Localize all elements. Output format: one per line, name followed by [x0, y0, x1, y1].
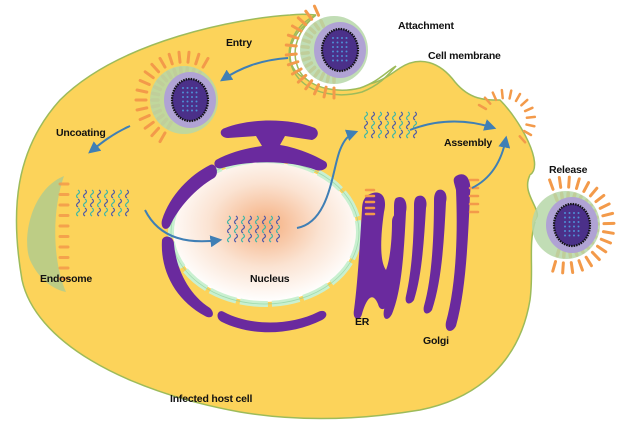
viral-core — [552, 202, 592, 248]
spike-protein — [167, 52, 174, 66]
spike-protein — [577, 259, 584, 272]
label-endosome: Endosome — [40, 273, 92, 285]
rna-cluster-nucleus — [226, 215, 281, 243]
spike-protein — [304, 79, 314, 91]
spike-protein — [582, 181, 591, 193]
spike-protein — [284, 43, 298, 48]
spike-protein — [567, 175, 571, 189]
spike-protein — [296, 16, 308, 27]
spike-protein — [601, 211, 615, 218]
spike-protein — [322, 85, 328, 99]
spike-protein — [158, 131, 167, 144]
spike-protein — [584, 255, 593, 268]
spike-protein — [186, 50, 191, 64]
label-assembly: Assembly — [444, 137, 492, 149]
arrow-uncoating — [88, 125, 131, 154]
label-er: ER — [355, 316, 370, 328]
virus-entry — [134, 50, 218, 144]
spike-protein — [598, 202, 611, 210]
spike-protein — [177, 50, 182, 64]
spike-protein — [150, 62, 161, 74]
spike-protein — [135, 106, 149, 112]
spike-protein — [286, 33, 300, 40]
spike-protein — [138, 113, 151, 122]
spike-protein — [569, 261, 575, 275]
spike-protein — [561, 261, 565, 275]
arrow-to-nucleus — [144, 209, 223, 248]
spike-protein — [143, 120, 155, 130]
spike-protein — [296, 73, 308, 84]
label-nucleus: Nucleus — [250, 273, 290, 285]
label-cell-membrane: Cell membrane — [428, 50, 501, 62]
arrow-to-assembly-2 — [471, 135, 511, 189]
label-entry: Entry — [226, 37, 252, 49]
label-uncoating: Uncoating — [56, 127, 106, 139]
spike-protein — [594, 193, 606, 204]
spike-protein — [201, 56, 210, 69]
viral-core — [320, 27, 360, 73]
spike-protein — [290, 67, 303, 76]
spike-protein — [312, 4, 321, 17]
spike-protein — [557, 175, 563, 189]
endoplasmic-reticulum — [161, 120, 328, 333]
spike-protein — [548, 178, 555, 191]
virus-release — [532, 175, 616, 275]
spike-protein — [286, 60, 300, 67]
rna-cluster-assembly — [363, 111, 418, 139]
spike-protein — [143, 70, 155, 80]
label-golgi: Golgi — [423, 335, 449, 347]
spike-protein — [551, 260, 558, 273]
rna-cluster-cytoplasm — [75, 189, 130, 217]
spike-protein — [588, 186, 599, 198]
spike-protein — [138, 78, 151, 87]
spike-protein — [312, 83, 321, 96]
endosome — [27, 176, 70, 292]
spike-protein — [601, 230, 615, 235]
spike-protein — [596, 244, 608, 254]
virus-attachment — [284, 4, 368, 100]
golgi-apparatus — [353, 174, 471, 331]
process-arrows — [88, 57, 511, 248]
spike-protein — [574, 177, 581, 190]
spike-protein — [590, 250, 601, 262]
spike-protein — [150, 126, 161, 138]
spike-protein — [135, 88, 149, 94]
viral-core — [170, 77, 210, 123]
label-attachment: Attachment — [398, 20, 454, 32]
spike-protein — [284, 52, 298, 57]
spike-protein — [158, 56, 167, 69]
label-release: Release — [549, 164, 588, 176]
spike-protein — [290, 24, 303, 33]
spike-protein — [194, 52, 201, 66]
arrow-to-assembly-1 — [409, 119, 497, 131]
label-infected-host-cell: Infected host cell — [170, 393, 252, 405]
arrow-entry — [220, 57, 289, 82]
arrow-from-nucleus — [296, 129, 359, 229]
spike-protein — [599, 237, 613, 245]
spike-protein — [304, 9, 314, 21]
